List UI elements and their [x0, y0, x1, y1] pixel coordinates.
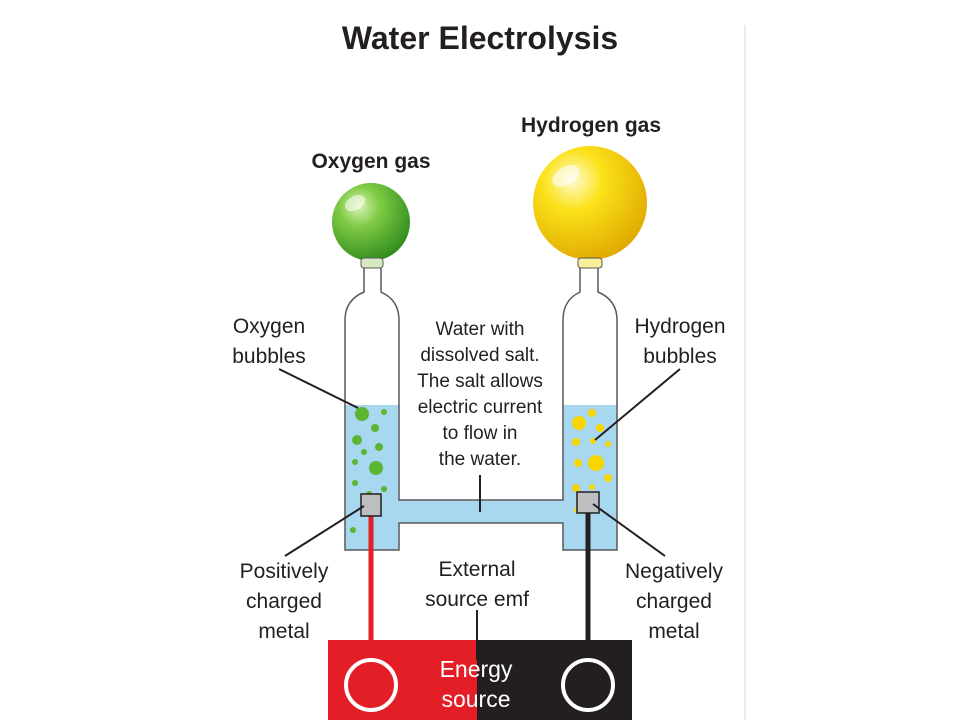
hydrogen-bubbles: [572, 409, 612, 513]
positive-electrode: [360, 493, 382, 517]
energy-source-label: Energy source: [439, 656, 513, 712]
external-source-label: External source emf: [425, 558, 529, 611]
water-description: Water with dissolved salt. The salt allo…: [417, 319, 543, 470]
energy-source-positive-half: [328, 640, 477, 720]
oxygen-balloon-neck: [360, 257, 384, 269]
positive-metal-label: Positively charged metal: [239, 560, 329, 643]
energy-source-negative-half: [477, 640, 632, 720]
hydrogen-bubbles-label: Hydrogen bubbles: [634, 315, 726, 368]
oxygen-bubbles-label: Oxygen bubbles: [232, 315, 306, 368]
hydrogen-balloon: [533, 146, 647, 260]
oxygen-gas-label: Oxygen gas: [311, 150, 431, 173]
oxygen-bubbles: [350, 407, 387, 533]
negative-metal-label: Negatively charged metal: [624, 560, 724, 643]
leader-lines: [278, 368, 681, 660]
hydrogen-balloon-neck: [577, 257, 603, 269]
water: [345, 405, 617, 550]
oxygen-balloon-highlight: [344, 194, 366, 212]
negative-electrode: [576, 491, 600, 514]
hydrogen-gas-label: Hydrogen gas: [520, 114, 662, 137]
diagram-title: Water Electrolysis: [341, 20, 619, 56]
positive-terminal: [344, 658, 398, 712]
hydrogen-balloon-highlight: [552, 165, 580, 187]
oxygen-balloon: [332, 183, 410, 261]
negative-terminal: [561, 658, 615, 712]
